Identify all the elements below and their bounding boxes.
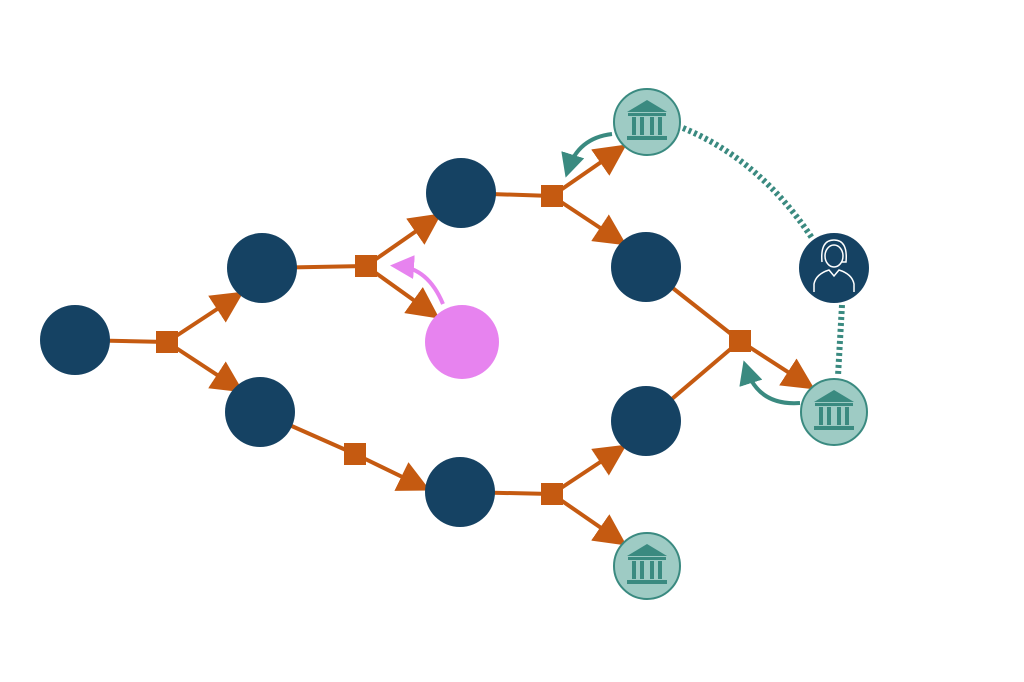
- account-node: [426, 158, 496, 228]
- transaction-square: [355, 255, 377, 277]
- transaction-square: [156, 331, 178, 353]
- account-node: [611, 386, 681, 456]
- transaction-square: [541, 483, 563, 505]
- account-node: [611, 232, 681, 302]
- dotted-link: [681, 125, 815, 240]
- bank-node: [613, 532, 681, 600]
- flow-arrow: [364, 264, 440, 319]
- flow-arrow: [550, 194, 627, 246]
- bank-node: [613, 88, 681, 156]
- bank-node: [800, 378, 868, 446]
- transaction-square: [541, 185, 563, 207]
- account-node: [225, 377, 295, 447]
- person-circle: [799, 233, 869, 303]
- highlighted-account-node: [425, 305, 499, 379]
- bank-circle: [800, 378, 868, 446]
- flow-arrow: [550, 144, 627, 198]
- flow-arrow: [550, 492, 627, 546]
- flow-arrow: [165, 340, 244, 393]
- flow-arrow: [738, 339, 815, 390]
- dotted-link: [835, 304, 845, 377]
- account-node: [425, 457, 495, 527]
- flow-arrow: [364, 213, 442, 268]
- flow-arrow: [550, 444, 627, 496]
- bank-circle: [613, 88, 681, 156]
- recall-arrow: [739, 360, 801, 406]
- bank-circle: [613, 532, 681, 600]
- recall-arrow: [561, 132, 613, 178]
- flow-arrow: [354, 452, 431, 491]
- person-icon: [813, 239, 855, 292]
- person-node: [799, 233, 869, 303]
- account-node: [227, 233, 297, 303]
- transaction-square: [729, 330, 751, 352]
- transaction-square: [344, 443, 366, 465]
- account-node: [40, 305, 110, 375]
- trace-arrow: [390, 255, 445, 305]
- flow-arrow: [165, 291, 244, 344]
